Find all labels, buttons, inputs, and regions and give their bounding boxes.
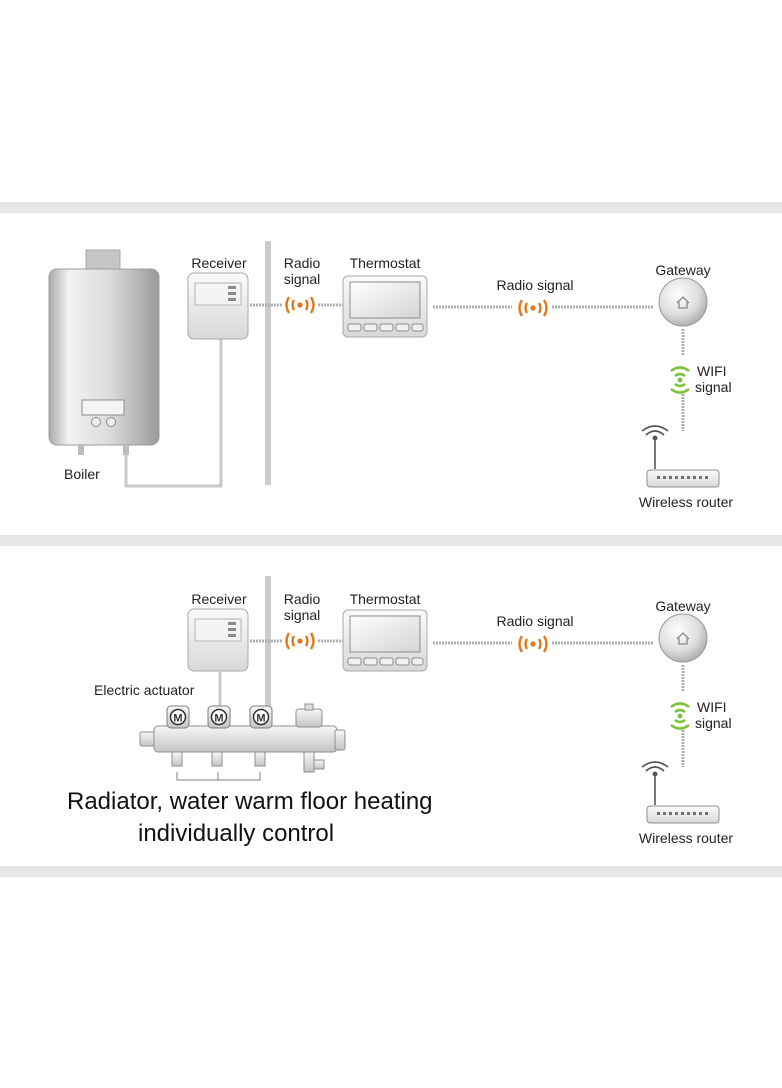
router-label: Wireless router	[638, 830, 734, 846]
router-antenna-icon	[641, 761, 669, 805]
radio-signal-label-1: Radio	[283, 591, 321, 607]
router-device	[641, 761, 720, 824]
router-antenna-icon	[641, 425, 669, 469]
radio-signal-icon	[285, 632, 315, 650]
radio-signal-label-long: Radio signal	[496, 277, 574, 293]
radiator-panel: M M M Receiver Radio signal Thermostat R…	[0, 546, 782, 866]
router-device	[641, 425, 720, 488]
actuator-valve: M	[207, 705, 231, 729]
wifi-signal-icon	[670, 366, 690, 394]
receiver-device	[187, 608, 249, 672]
wifi-label-2: signal	[695, 715, 732, 731]
radio-signal-label-1: Radio	[283, 255, 321, 271]
radio-signal-icon	[518, 299, 548, 317]
wall	[265, 576, 271, 714]
wifi-label-1: WIFI	[697, 699, 727, 715]
wall	[265, 241, 271, 485]
valve-letter: M	[214, 713, 223, 725]
boiler-label: Boiler	[64, 466, 100, 482]
radio-signal-label-2: signal	[283, 607, 321, 623]
radio-signal-icon	[518, 635, 548, 653]
actuator-label: Electric actuator	[94, 682, 195, 698]
valve-letter: M	[173, 713, 182, 725]
bottom-band	[0, 866, 782, 877]
thermostat-label: Thermostat	[349, 591, 421, 607]
house-icon	[676, 632, 690, 645]
manifold	[139, 703, 346, 781]
thermostat-label: Thermostat	[349, 255, 421, 271]
thermostat-device	[342, 609, 428, 672]
boiler-panel: Receiver Radio signal Thermostat Radio s…	[0, 213, 782, 535]
gateway-label: Gateway	[655, 598, 711, 614]
receiver-device	[187, 272, 249, 340]
wifi-label-1: WIFI	[697, 363, 727, 379]
gateway-device	[658, 613, 708, 663]
top-band	[0, 202, 782, 213]
actuator-valve: M	[249, 705, 273, 729]
radiator-diagram: M M M	[139, 576, 720, 824]
caption-line-2: individually control	[138, 820, 335, 847]
router-label: Wireless router	[638, 494, 734, 510]
thermostat-device	[342, 275, 428, 338]
receiver-label: Receiver	[191, 591, 247, 607]
boiler-device	[48, 249, 160, 455]
radio-signal-label-2: signal	[283, 271, 321, 287]
valve-letter: M	[256, 713, 265, 725]
middle-band	[0, 535, 782, 546]
gateway-device	[658, 277, 708, 327]
caption-line-1: Radiator, water warm floor heating	[67, 788, 433, 815]
gateway-label: Gateway	[655, 262, 711, 278]
boiler-diagram	[48, 241, 720, 488]
boiler-receiver-cable	[124, 339, 223, 488]
radio-signal-icon	[285, 296, 315, 314]
wifi-label-2: signal	[695, 379, 732, 395]
receiver-label: Receiver	[191, 255, 247, 271]
radio-signal-label-long: Radio signal	[496, 613, 574, 629]
actuator-valve: M	[166, 705, 190, 729]
house-icon	[676, 296, 690, 309]
wifi-signal-icon	[670, 702, 690, 730]
